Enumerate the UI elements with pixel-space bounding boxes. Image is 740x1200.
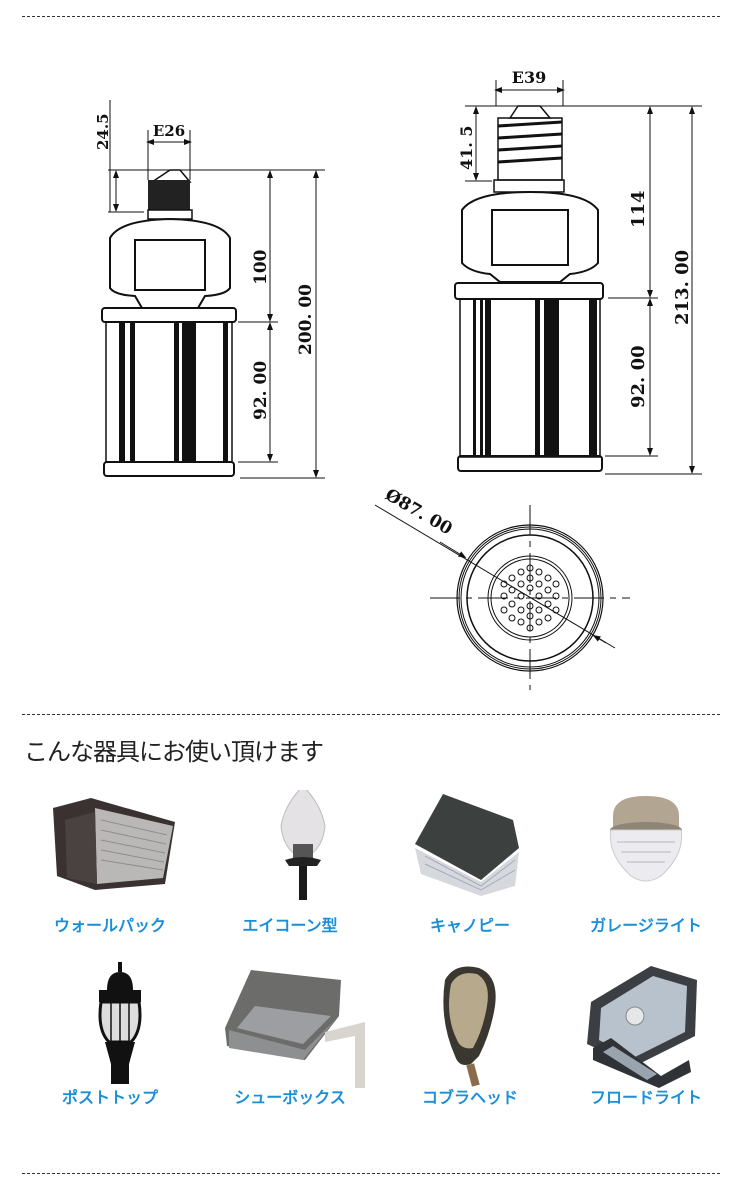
dim-socket-height-left: 24.5 (94, 113, 112, 150)
canopy-light-icon (415, 794, 519, 896)
fixture-label: フロードライト (589, 1088, 702, 1107)
dim-upper-left: 100 (251, 249, 271, 285)
fixture-post-top: ポストトップ (20, 960, 200, 1108)
fixture-cobra-head: コブラヘッド (380, 960, 560, 1108)
dim-total-right: 213. 00 (672, 250, 693, 325)
post-top-light-icon (98, 962, 142, 1084)
dim-lower-right: 92. 00 (628, 345, 649, 408)
top-view-drawing: Ø87. 00 (374, 485, 630, 690)
e26-socket-label: E26 (153, 122, 185, 140)
divider-middle (22, 714, 720, 715)
divider-top (22, 16, 720, 17)
wallpack-light-icon (53, 798, 175, 890)
fixture-label: ポストトップ (61, 1088, 158, 1107)
e39-bulb-drawing: E39 41. 5 114 92. 00 213. 00 (454, 68, 702, 475)
dim-lower-left: 92. 00 (251, 361, 271, 420)
e39-socket-label: E39 (512, 68, 546, 87)
fixture-label: キャノピー (429, 916, 510, 935)
fixture-flood: フロードライト (556, 960, 736, 1108)
divider-bottom (22, 1173, 720, 1174)
fixture-label: ガレージライト (590, 916, 702, 935)
shoebox-light-icon (225, 970, 365, 1088)
fixture-label: ウォールパック (53, 916, 166, 935)
dim-socket-height-right: 41. 5 (457, 125, 476, 170)
acorn-light-icon (280, 785, 326, 910)
dim-upper-right: 114 (628, 190, 649, 228)
section-title: こんな器具にお使い頂けます (24, 738, 324, 766)
fixture-shoebox: シューボックス (200, 960, 380, 1108)
cobra-head-light-icon (443, 966, 496, 1087)
fixture-acorn: エイコーン型 (200, 785, 380, 936)
fixture-canopy: キャノピー (380, 790, 560, 936)
fixture-label: エイコーン型 (242, 916, 338, 935)
flood-light-icon (587, 966, 697, 1088)
e26-bulb-drawing: E26 24.5 100 92. 00 200. 00 (94, 100, 325, 479)
fixture-wallpack: ウォールパック (20, 790, 200, 936)
dim-total-left: 200. 00 (296, 284, 316, 355)
garage-light-icon (609, 796, 683, 882)
fixture-garage: ガレージライト (556, 790, 736, 936)
fixture-label: コブラヘッド (421, 1088, 518, 1107)
fixture-label: シューボックス (234, 1088, 346, 1107)
